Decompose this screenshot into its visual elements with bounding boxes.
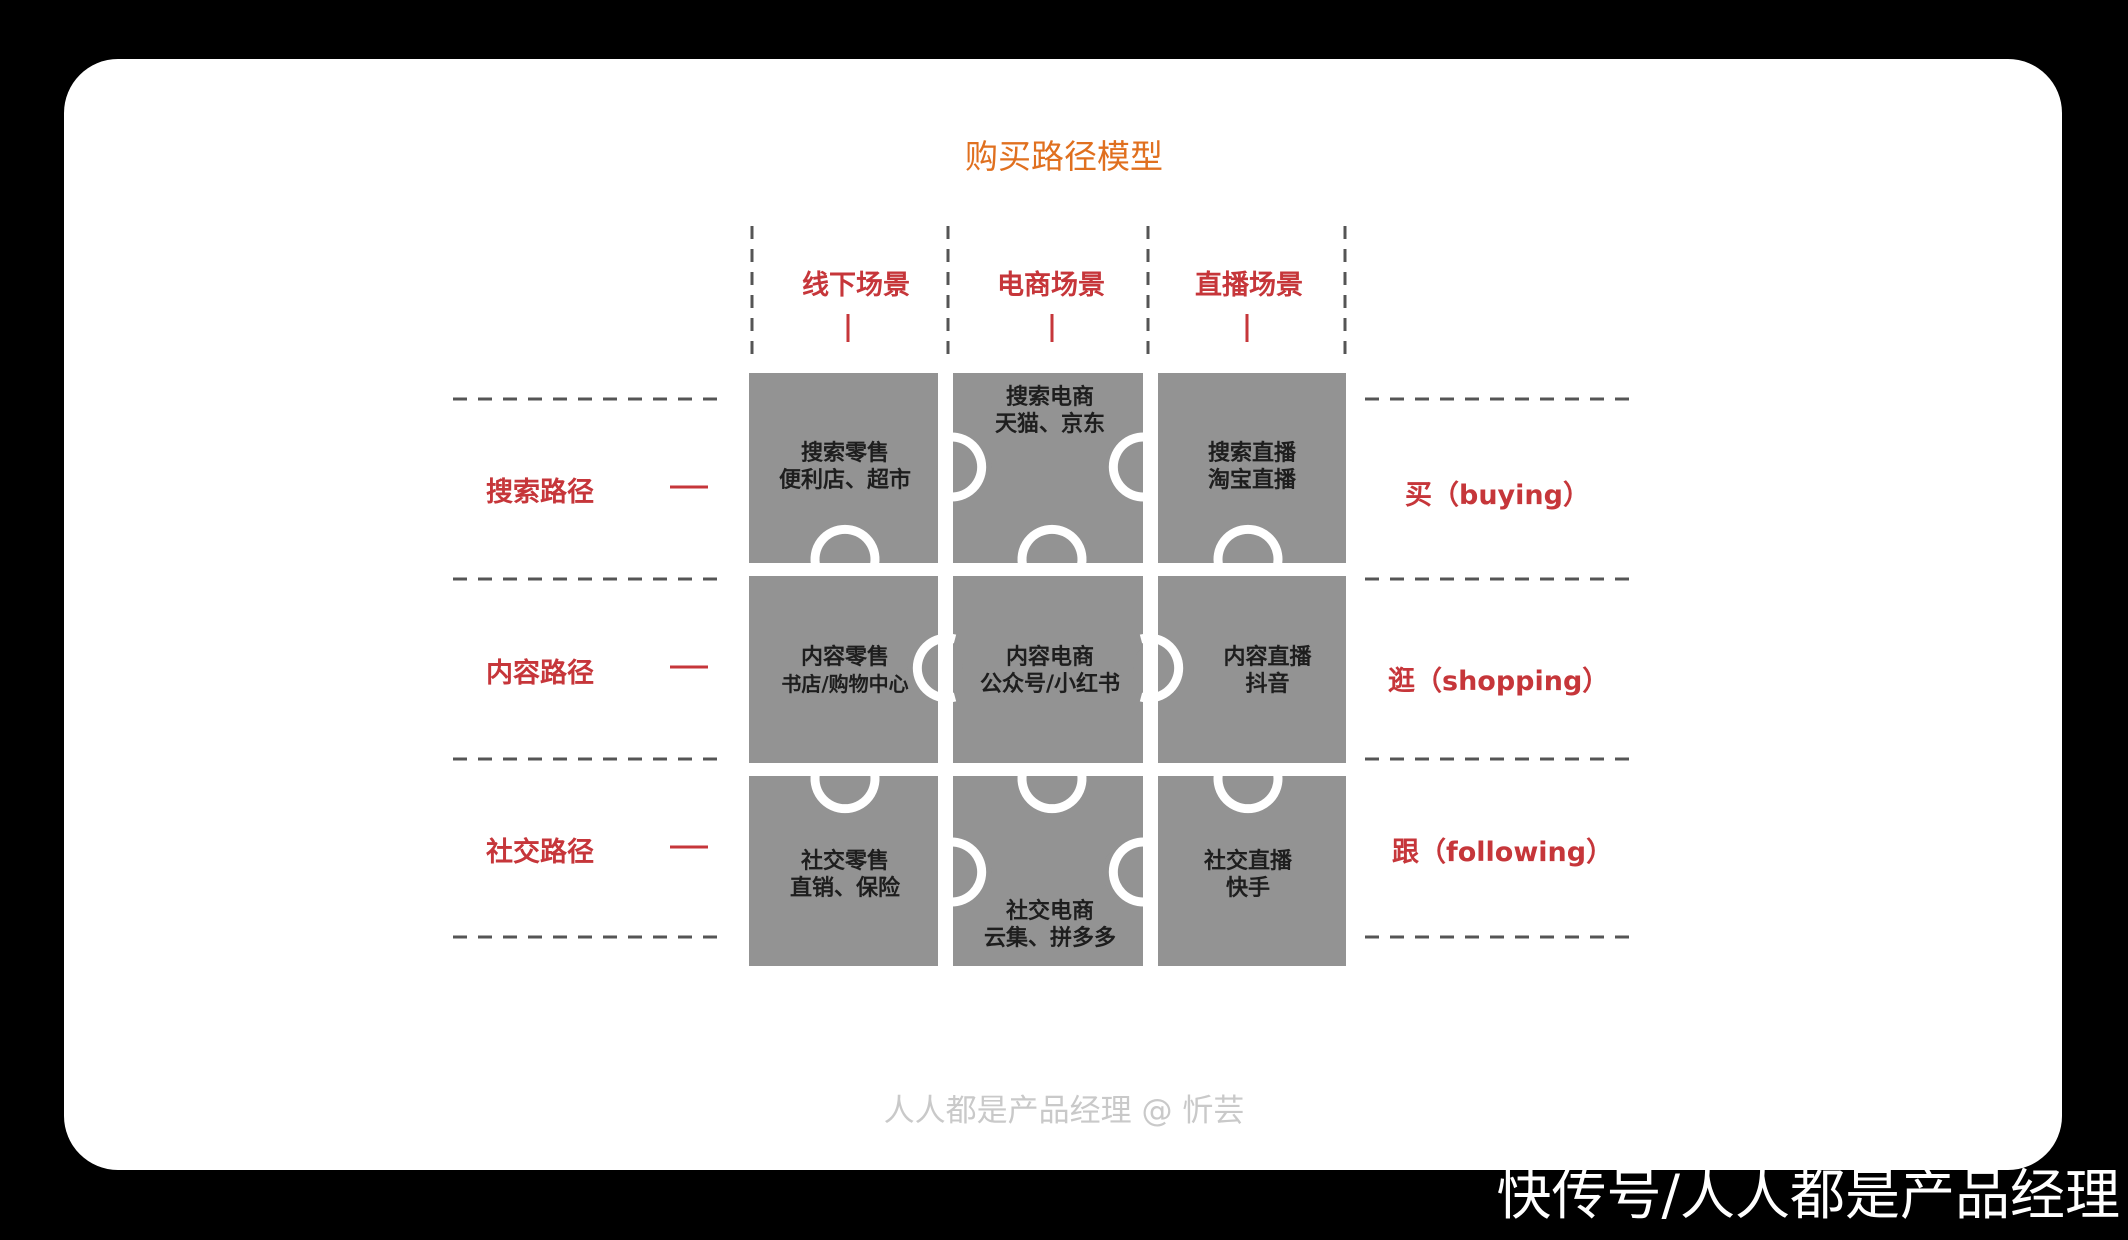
cell-search-ecommerce: 搜索电商 天猫、京东 xyxy=(950,384,1150,438)
row-label-content: 内容路径 xyxy=(486,658,594,689)
cell-title: 搜索直播 xyxy=(1207,441,1296,466)
puzzle-gaps xyxy=(749,373,1346,966)
cell-title: 社交零售 xyxy=(800,849,889,874)
cell-title: 内容电商 xyxy=(1005,645,1094,670)
cell-examples: 淘宝直播 xyxy=(1207,468,1296,493)
cell-title: 社交电商 xyxy=(1005,899,1094,924)
right-label-shopping: 逛（shopping） xyxy=(1388,666,1610,697)
cell-title: 内容直播 xyxy=(1223,645,1312,670)
cell-examples: 天猫、京东 xyxy=(994,412,1105,437)
right-label-following: 跟（following） xyxy=(1392,837,1614,868)
cell-search-retail: 搜索零售 便利店、超市 xyxy=(752,440,938,494)
cell-title: 搜索电商 xyxy=(1005,385,1094,410)
row-label-search: 搜索路径 xyxy=(486,477,594,508)
cell-examples: 抖音 xyxy=(1245,672,1290,697)
cell-search-livestream: 搜索直播 淘宝直播 xyxy=(1158,440,1346,494)
knob-outlines xyxy=(810,432,1283,907)
diagram-title: 购买路径模型 xyxy=(965,137,1163,176)
watermark: 人人都是产品经理 @ 忻芸 xyxy=(883,1093,1245,1129)
cell-content-retail: 内容零售 书店/购物中心 xyxy=(752,644,938,698)
cell-examples: 快手 xyxy=(1225,876,1270,901)
cell-examples: 云集、拼多多 xyxy=(983,926,1116,951)
corner-credit: 快传号/人人都是产品经理 xyxy=(1496,1163,2120,1227)
cell-examples: 公众号/小红书 xyxy=(979,672,1121,697)
cell-examples: 便利店、超市 xyxy=(778,468,911,493)
cell-social-ecommerce: 社交电商 云集、拼多多 xyxy=(950,898,1150,952)
column-label-ecommerce: 电商场景 xyxy=(997,270,1105,301)
row-separators xyxy=(453,397,1632,939)
cell-title: 内容零售 xyxy=(800,645,889,670)
cell-title: 搜索零售 xyxy=(800,441,889,466)
row-dashes xyxy=(670,485,708,849)
cell-title: 社交直播 xyxy=(1203,849,1292,874)
column-ticks xyxy=(846,314,1249,342)
cell-social-livestream: 社交直播 快手 xyxy=(1158,848,1338,902)
row-label-social: 社交路径 xyxy=(486,837,594,868)
cell-content-ecommerce: 内容电商 公众号/小红书 xyxy=(950,644,1150,698)
puzzle-grid xyxy=(749,373,1346,966)
cell-content-livestream: 内容直播 抖音 xyxy=(1180,644,1355,698)
right-label-buying: 买（buying） xyxy=(1405,480,1590,511)
column-label-livestream: 直播场景 xyxy=(1195,270,1303,301)
column-label-offline: 线下场景 xyxy=(802,270,910,301)
cell-examples: 直销、保险 xyxy=(789,876,900,901)
cell-social-retail: 社交零售 直销、保险 xyxy=(752,848,938,902)
cell-examples: 书店/购物中心 xyxy=(781,672,909,696)
